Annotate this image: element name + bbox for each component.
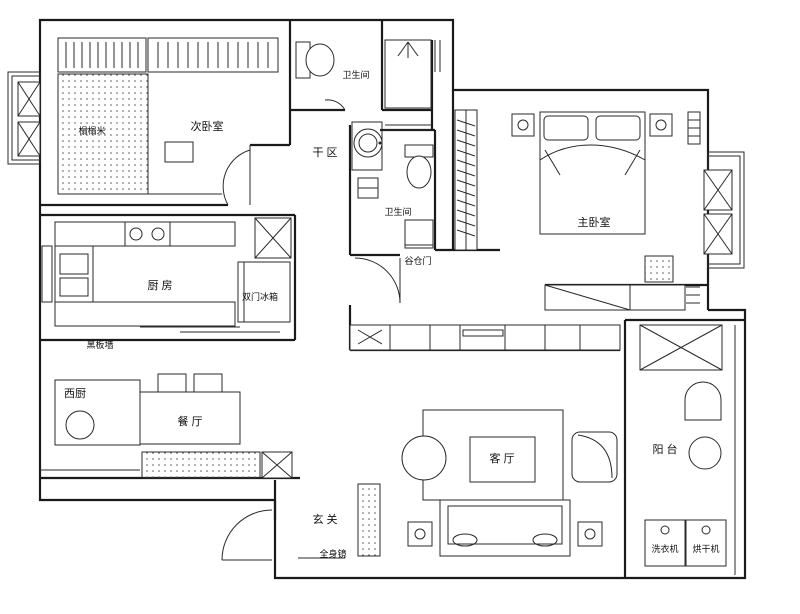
left-bay-window — [7, 71, 41, 165]
doors — [221, 99, 401, 561]
upper-bath-glass — [382, 124, 432, 131]
label-grain-door: 谷仓门 — [404, 255, 431, 266]
dining-table — [139, 373, 241, 445]
master-wardrobe — [454, 109, 478, 251]
label-blackboard-wall: 黑板墙 — [86, 339, 113, 350]
master-dresser — [544, 255, 700, 311]
master-radiator — [687, 111, 701, 145]
dry-zone-sink — [351, 121, 383, 171]
label-living-room: 客 厅 — [489, 451, 514, 465]
laundry-units — [644, 519, 727, 567]
upper-shower — [384, 39, 441, 109]
label-washer: 洗衣机 — [651, 543, 678, 554]
label-second-bedroom: 次卧室 — [191, 119, 224, 133]
label-balcony: 阳 台 — [652, 442, 677, 456]
kitchen-counter-top — [54, 221, 236, 247]
label-dryer: 烘干机 — [692, 543, 719, 554]
room-labels: 榻榻米 次卧室 卫生间 干 区 卫生间 主卧室 厨 房 双门冰箱 谷仓门 黑板墙… — [64, 69, 720, 559]
tatami-cabinets — [57, 37, 279, 73]
balcony-table — [688, 436, 722, 470]
label-entrance: 玄 关 — [312, 512, 337, 526]
label-full-mirror: 全身镜 — [319, 548, 346, 559]
label-kitchen: 厨 房 — [147, 279, 172, 292]
second-bedroom-desk — [147, 74, 222, 195]
sofa — [439, 499, 571, 557]
master-bed — [539, 111, 646, 235]
label-bathroom-lower: 卫生间 — [384, 206, 411, 217]
armchair — [571, 431, 618, 483]
label-dry-zone: 干 区 — [312, 147, 337, 159]
dining-sideboard — [141, 451, 261, 479]
corridor-cabinets — [349, 324, 621, 351]
round-table — [401, 435, 447, 481]
kitchen-counter-bottom — [54, 301, 236, 327]
label-tatami: 榻榻米 — [78, 125, 105, 136]
fridge-unit — [237, 217, 292, 323]
coffee-table — [469, 436, 536, 483]
master-nightstands — [511, 113, 673, 137]
kitchen-sink — [41, 245, 94, 303]
tatami-platform — [57, 73, 149, 195]
balcony-chair — [684, 381, 722, 421]
lower-toilet — [404, 144, 434, 189]
label-bathroom-upper: 卫生间 — [342, 69, 369, 80]
right-bay-window — [703, 151, 745, 269]
lower-shower — [357, 177, 434, 249]
label-fridge: 双门冰箱 — [242, 291, 278, 302]
balcony-cabinet — [639, 324, 723, 371]
dining-side-unit — [261, 451, 293, 479]
label-western-kitchen: 西厨 — [64, 387, 86, 400]
label-dining-room: 餐 厅 — [177, 414, 202, 428]
kitchen-sliding-door — [140, 326, 280, 333]
label-master-bedroom: 主卧室 — [578, 215, 611, 229]
sofa-side-tables — [407, 521, 603, 547]
upper-toilet — [295, 41, 335, 79]
western-kitchen-counter — [54, 379, 141, 446]
entrance-cabinet — [298, 483, 381, 559]
